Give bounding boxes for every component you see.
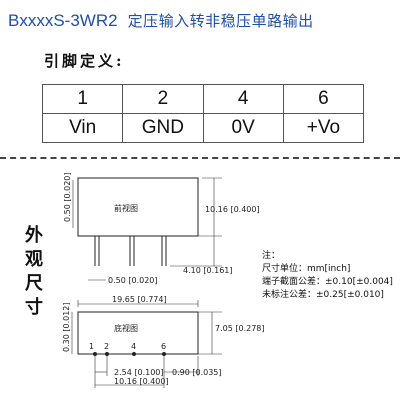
- bottom-view-label: 底视图: [114, 323, 138, 333]
- pin-number-cell: 4: [202, 84, 284, 114]
- front-pin-length-text: 4.10 [0.161]: [183, 266, 233, 275]
- dimensions-side-label: 外 观 尺 寸: [22, 224, 46, 320]
- notes-line: 未标注公差：±0.25[±0.010]: [262, 290, 384, 300]
- bottom-pin-label: 1: [89, 342, 94, 351]
- bottom-view: 19.65 [0.774] 底视图 0.30 [0.012] 1 2 4 6 7…: [62, 295, 265, 388]
- front-view: 前视图 0.50 [0.020] 10.16 [0.400] 4.10 [0.1…: [63, 173, 260, 286]
- front-body-outline: [77, 177, 199, 237]
- pin-number-row: 1 2 4 6: [41, 84, 365, 114]
- bottom-pin-dot: [162, 352, 166, 356]
- bottom-offset-text: 0.90 [0.035]: [172, 368, 222, 377]
- front-view-label: 前视图: [114, 203, 138, 213]
- model-number: BxxxxS-3WR2: [8, 11, 118, 30]
- bottom-body-outline: [77, 311, 199, 355]
- pin-function-row: Vin GND 0V +Vo: [41, 113, 365, 143]
- side-label-char: 尺: [25, 273, 43, 294]
- pin-definition-table: 1 2 4 6 Vin GND 0V +Vo: [41, 84, 365, 143]
- dimension-notes: 注： 尺寸单位：mm[inch] 端子截面公差：±0.10[±0.004] 未标…: [262, 250, 393, 302]
- pin-function-cell: Vin: [41, 113, 124, 143]
- bottom-pin-dot: [93, 352, 97, 356]
- bottom-length-text: 19.65 [0.774]: [112, 295, 167, 304]
- bottom-pin-label: 4: [131, 342, 136, 351]
- bottom-pin-label: 2: [104, 342, 109, 351]
- bottom-pin-dot: [105, 352, 109, 356]
- product-title: BxxxxS-3WR2 定压输入转非稳压单路输出: [8, 10, 398, 36]
- front-body-height-text: 0.50 [0.020]: [63, 173, 72, 223]
- side-label-char: 观: [25, 249, 43, 270]
- product-description: 定压输入转非稳压单路输出: [127, 12, 314, 30]
- notes-header: 注：: [262, 251, 281, 261]
- notes-line: 尺寸单位：mm[inch]: [262, 264, 351, 274]
- front-pin-width-text: 0.50 [0.020]: [108, 276, 158, 285]
- pin-function-cell: +Vo: [282, 113, 365, 143]
- bottom-pin-label: 6: [161, 342, 166, 351]
- front-total-height-text: 10.16 [0.400]: [205, 205, 260, 214]
- bottom-pin-dot: [132, 352, 136, 356]
- pin-number-cell: 6: [282, 84, 365, 114]
- bottom-span-text: 10.16 [0.400]: [114, 377, 169, 386]
- pin-function-cell: 0V: [202, 113, 284, 143]
- side-label-char: 外: [25, 225, 43, 246]
- notes-line: 端子截面公差：±0.10[±0.004]: [262, 277, 393, 287]
- section-divider: [0, 157, 400, 159]
- pin-definition-heading: 引脚定义:: [44, 52, 125, 70]
- bottom-thickness-text: 0.30 [0.012]: [62, 303, 71, 353]
- bottom-width-text: 7.05 [0.278]: [215, 324, 265, 333]
- bottom-pitch-text: 2.54 [0.100]: [114, 368, 164, 377]
- side-label-char: 寸: [25, 297, 43, 318]
